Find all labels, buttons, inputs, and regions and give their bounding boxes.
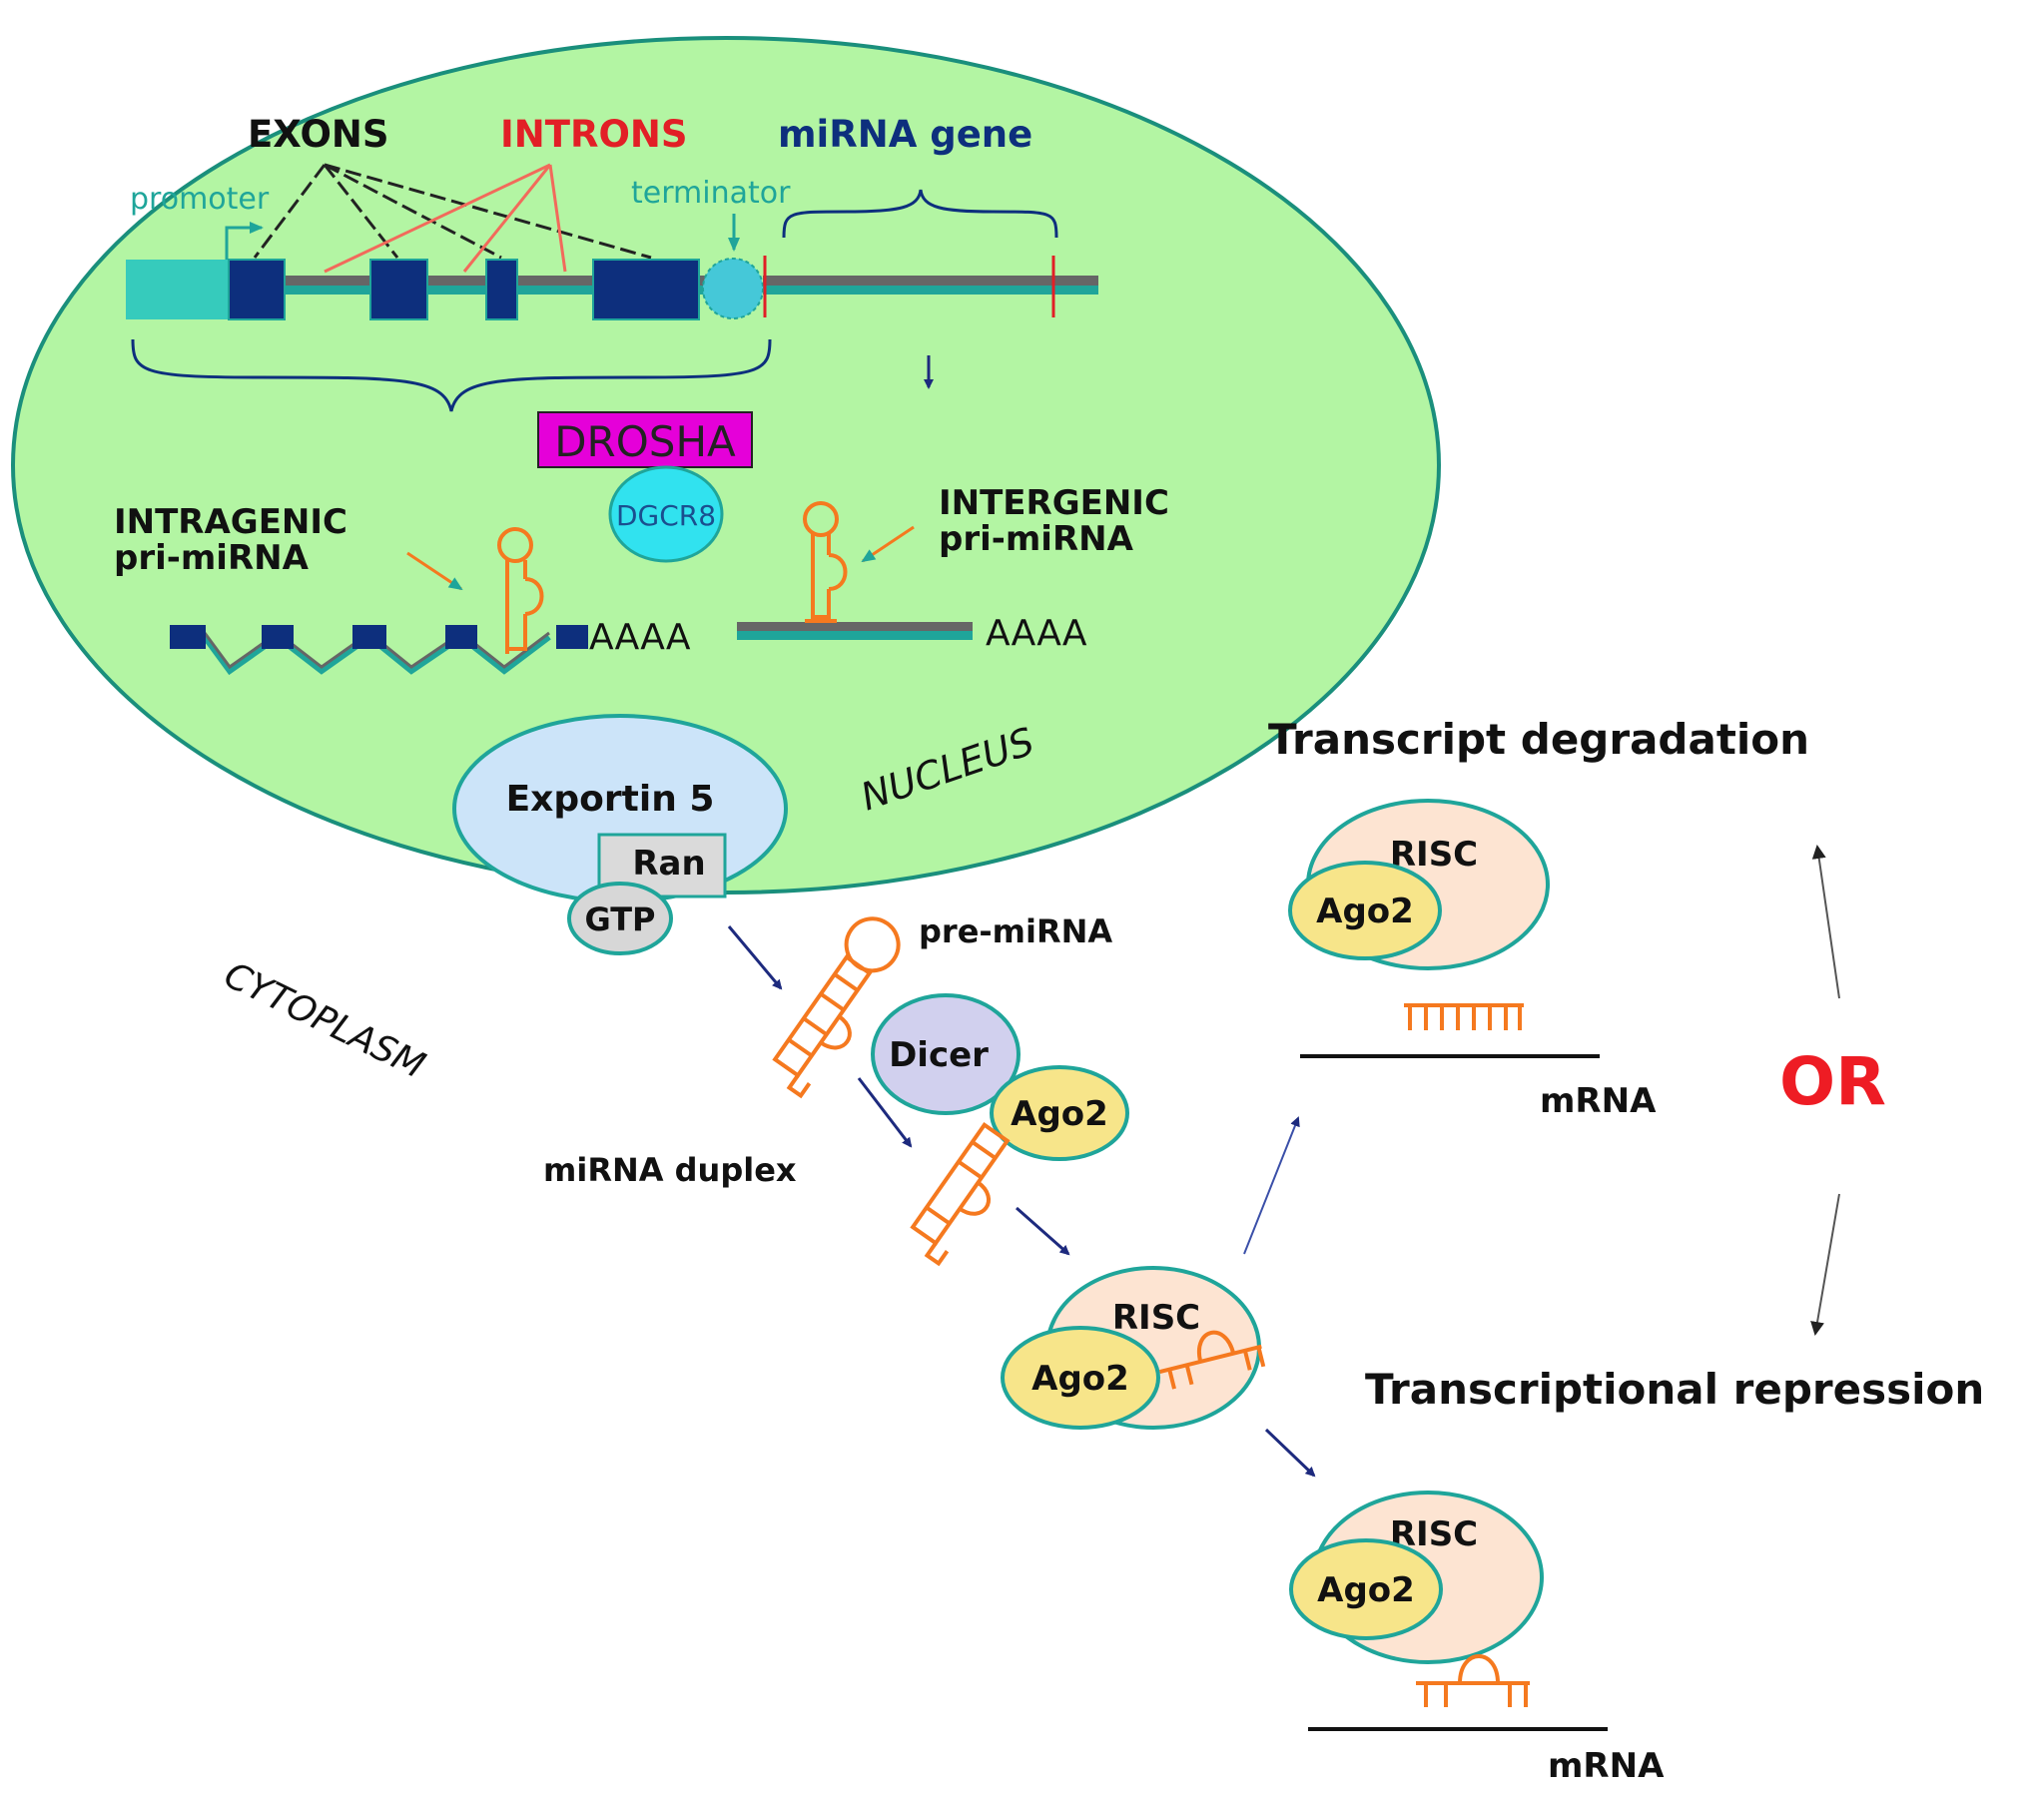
dgcr8-label: DGCR8 [616,499,716,532]
exon-2 [369,259,428,320]
intragenic-label-line2: pri-miRNA [114,538,310,578]
export-arrow [727,925,783,990]
exportin-5-label: Exportin 5 [506,779,715,820]
exon-3 [485,259,518,320]
bound-mirna-degradation [1404,1003,1524,1030]
drosha-box [537,411,753,468]
dicer-ago2-label: Ago2 [1011,1094,1108,1134]
intergenic-dna [763,256,1098,317]
promoter-arrow [225,222,264,262]
intragenic-hairpin [497,527,544,654]
intragenic-polya-label: AAAA [589,617,691,658]
dicer-label: Dicer [889,1035,989,1075]
exons-label: EXONS [248,113,389,156]
or-up-arrow [1811,845,1840,999]
introns-label: INTRONS [500,113,688,156]
loaded-mirna-center [1159,1330,1266,1390]
or-label: OR [1779,1043,1886,1120]
intragenic-exon-3 [352,625,386,649]
intragenic-exon-2 [262,625,294,649]
intragenic-exon-4 [445,625,477,649]
intergenic-polya-label: AAAA [986,613,1087,654]
transcript-degradation-label: Transcript degradation [1268,715,1809,764]
mrna-label-bottom: mRNA [1548,1746,1665,1786]
ago2-label-top: Ago2 [1316,892,1414,931]
terminator-label: terminator [631,176,791,211]
intragenic-label-line1: INTRAGENIC [114,502,347,542]
ago2-top [1288,861,1442,960]
mirna-duplex-hairpin [910,1121,1011,1267]
pre-mirna-label: pre-miRNA [919,912,1112,950]
promoter-label: promoter [130,182,270,217]
ago2-label-bottom: Ago2 [1317,1570,1415,1610]
to-repression-arrow [1264,1428,1316,1478]
pre-mirna-hairpin [772,916,901,1099]
host-gene-brace [131,338,772,412]
ago2-center [1001,1326,1160,1430]
to-risc-arrow [1016,1206,1070,1256]
ago2-label-center: Ago2 [1031,1359,1129,1399]
or-down-arrow [1810,1193,1840,1336]
mirna-duplex-label: miRNA duplex [543,1151,797,1189]
promoter-region [126,260,232,319]
gtp-molecule [567,882,673,955]
dicer-protein [871,993,1021,1115]
dgcr8-protein [608,465,724,563]
gtp-label: GTP [585,900,656,938]
intergenic-label-line1: INTERGENIC [939,483,1169,523]
to-dicer-arrow [857,1077,913,1148]
host-gene-dna [232,276,707,295]
intergenic-transcript [737,622,973,640]
mirna-gene-label: miRNA gene [778,113,1032,156]
intragenic-exon-1 [170,625,206,649]
bound-mirna-repression [1416,1654,1530,1707]
transcriptional-repression-label: Transcriptional repression [1365,1365,1984,1414]
mrna-label-top: mRNA [1540,1081,1657,1121]
ago2-bottom [1289,1538,1443,1640]
intergenic-hairpin [803,501,848,623]
intragenic-pointer-arrow [406,551,463,591]
exon-1 [228,259,286,320]
dicer-ago2-protein [990,1065,1129,1161]
exon-4 [592,259,700,320]
intragenic-exon-5 [556,625,588,649]
intron-connector-lines [324,163,567,274]
mirna-gene-brace [782,189,1058,239]
ran-label: Ran [632,844,705,884]
intergenic-pointer-arrow [861,525,915,563]
drosha-label: DROSHA [554,417,736,466]
intergenic-label-line2: pri-miRNA [939,519,1134,559]
cytoplasm-label: CYTOPLASM [218,954,431,1086]
risc-label-center: RISC [1112,1298,1200,1338]
terminator-shape [702,258,764,319]
to-degradation-arrow [1243,1116,1300,1255]
